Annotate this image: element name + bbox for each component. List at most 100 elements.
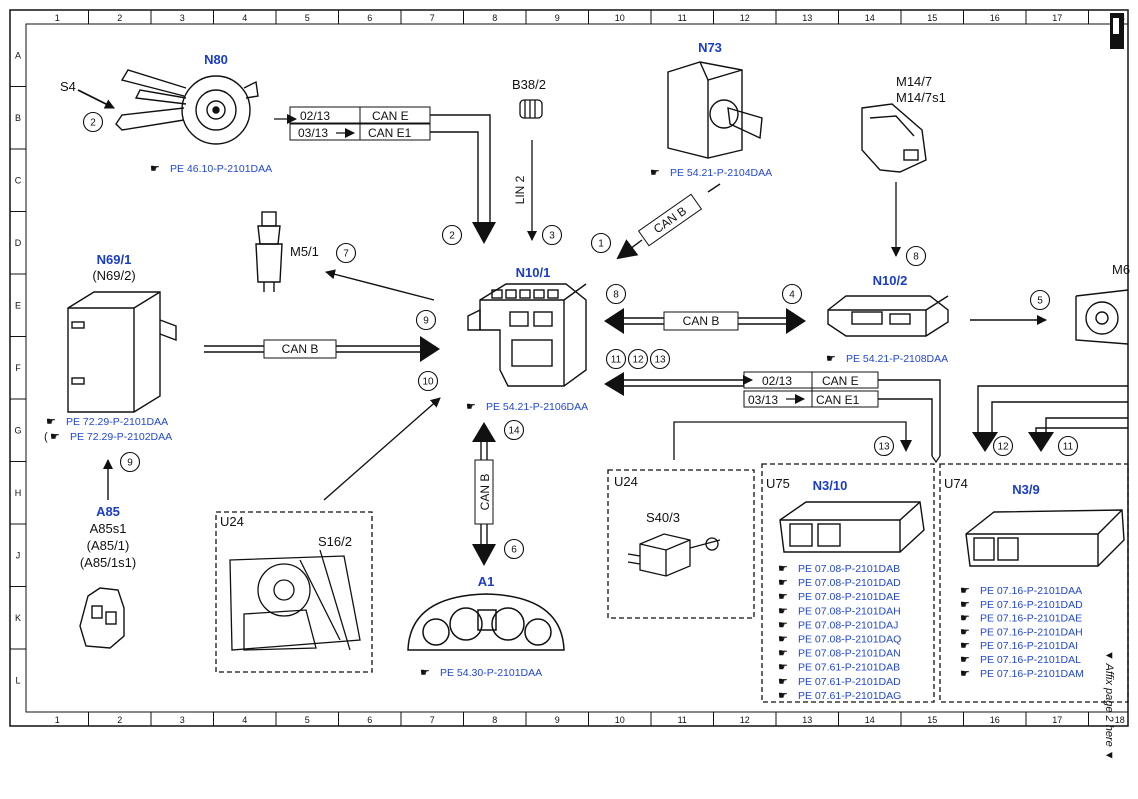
n3-10-ref[interactable]: PE 07.08-P-2101DAE — [798, 591, 900, 603]
grid-col-bottom-label: 18 — [1115, 715, 1125, 725]
a1-ref[interactable]: PE 54.30-P-2101DAA — [440, 667, 542, 679]
grid-row-label: B — [15, 113, 21, 123]
n3-9-ref-icon: ☛ — [960, 599, 970, 611]
grid-col-top-label: 3 — [180, 13, 185, 23]
grid-col-top-label: 13 — [802, 13, 812, 23]
a85-component: A85 A85s1 (A85/1) (A85/1s1) — [79, 459, 136, 649]
n80-component: N80 ☛ PE 46.10-P-2101DAA — [115, 52, 272, 175]
n3-10-ref-icon: ☛ — [778, 634, 788, 646]
affix-note-text: Affix page 2 here — [1103, 663, 1115, 747]
m14-7-alt-label: M14/7s1 — [896, 90, 946, 105]
n3-10-ref[interactable]: PE 07.08-P-2101DAB — [798, 563, 900, 575]
n3-10-ref-icon: ☛ — [778, 648, 788, 660]
n3-10-ref[interactable]: PE 07.08-P-2101DAJ — [798, 619, 898, 631]
n3-9-ref[interactable]: PE 07.16-P-2101DAD — [980, 599, 1083, 611]
grid-col-bottom-label: 14 — [865, 715, 875, 725]
marker-2: 2 — [441, 224, 463, 246]
n3-10-ref[interactable]: PE 07.61-P-2101DAD — [798, 676, 901, 688]
marker-8-label: 8 — [913, 252, 919, 263]
n3-9-ref[interactable]: PE 07.16-P-2101DAL — [980, 654, 1081, 666]
n69-1-label: N69/1 — [97, 252, 132, 267]
n80-drawing — [115, 69, 259, 145]
n3-10-ref[interactable]: PE 07.61-P-2101DAB — [798, 662, 900, 674]
ecu-bus2-name: CAN E1 — [816, 393, 860, 407]
n69-1-drawing — [67, 291, 177, 413]
frame — [9, 9, 1129, 727]
a85-l1: A85s1 — [90, 521, 127, 536]
marker-13: 13 — [873, 435, 895, 457]
grid-col-bottom-label: 16 — [990, 715, 1000, 725]
n3-10-ref[interactable]: PE 07.08-P-2101DAH — [798, 605, 901, 617]
s4-component: S4 — [60, 79, 115, 109]
n80-bus1-code: 02/13 — [300, 109, 330, 123]
n3-10-ref[interactable]: PE 07.08-P-2101DAQ — [798, 634, 901, 646]
grid-col-top-label: 9 — [555, 13, 560, 23]
lin2-label: LIN 2 — [513, 175, 527, 204]
a1-can-b-label: CAN B — [478, 474, 492, 511]
grid-row-label: J — [16, 550, 21, 560]
grid-row-label: D — [15, 238, 22, 248]
a1-ref-icon: ☛ — [420, 667, 430, 679]
n69-1-ref2[interactable]: PE 72.29-P-2102DAA — [70, 431, 172, 443]
n69-1-alt-label: (N69/2) — [92, 268, 135, 283]
u24-s40-3-box-label: U24 — [614, 474, 638, 489]
grid-col-top-label: 7 — [430, 13, 435, 23]
n3-10-ref-icon: ☛ — [778, 563, 788, 575]
marker-11-label: 11 — [1063, 442, 1074, 453]
n80-ref[interactable]: PE 46.10-P-2101DAA — [170, 163, 272, 175]
marker-2-label: 2 — [449, 231, 455, 242]
n80-bus2-code: 03/13 — [298, 126, 328, 140]
n3-10-ref[interactable]: PE 07.08-P-2101DAN — [798, 648, 901, 660]
grid-col-top-label: 10 — [615, 13, 625, 23]
marker-7: 7 — [335, 242, 357, 264]
n10-2-ref[interactable]: PE 54.21-P-2108DAA — [846, 353, 948, 365]
n3-9-ref[interactable]: PE 07.16-P-2101DAE — [980, 613, 1082, 625]
marker-8: 8 — [605, 283, 627, 305]
s40-3-drawing — [627, 533, 721, 577]
n10-1-ref[interactable]: PE 54.21-P-2106DAA — [486, 401, 588, 413]
m6-drawing — [1075, 289, 1129, 345]
grid-col-bottom-label: 10 — [615, 715, 625, 725]
n3-10-ref-icon: ☛ — [778, 690, 788, 702]
n3-9-ref[interactable]: PE 07.16-P-2101DAM — [980, 668, 1084, 680]
n3-10-ref[interactable]: PE 07.61-P-2101DAG — [798, 690, 901, 702]
u75-n3-10-box: U75 N3/10 ☛PE 07.08-P-2101DAB☛PE 07.08-P… — [761, 463, 935, 703]
n3-9-ref[interactable]: PE 07.16-P-2101DAH — [980, 626, 1083, 638]
grid-col-bottom-label: 12 — [740, 715, 750, 725]
u74-box-label: U74 — [944, 476, 968, 491]
grid-col-top-label: 4 — [242, 13, 247, 23]
grid-row-label: C — [15, 175, 22, 185]
grid-col-top-label: 14 — [865, 13, 875, 23]
n3-9-ref[interactable]: PE 07.16-P-2101DAA — [980, 585, 1082, 597]
marker-6: 6 — [503, 538, 525, 560]
marker-1-label: 1 — [598, 239, 604, 250]
n3-10-ref[interactable]: PE 07.08-P-2101DAD — [798, 577, 901, 589]
grid-col-bottom-label: 3 — [180, 715, 185, 725]
m5-1-drawing — [255, 211, 283, 292]
marker-14: 14 — [503, 419, 525, 441]
b38-2-label: B38/2 — [512, 77, 546, 92]
affix-note: ▼ Affix page 2 here ▼ — [1103, 650, 1115, 761]
n3-9-ref[interactable]: PE 07.16-P-2101DAI — [980, 640, 1078, 652]
n3-10-drawing — [779, 501, 925, 553]
marker-10-label: 10 — [422, 377, 434, 388]
grid-row-label: E — [15, 300, 21, 310]
grid-col-top-label: 5 — [305, 13, 310, 23]
n69-1-ref1[interactable]: PE 72.29-P-2101DAA — [66, 416, 168, 428]
grid-row-label: K — [15, 613, 21, 623]
marker-12: 12 — [627, 348, 649, 370]
grid-col-bottom-label: 17 — [1052, 715, 1062, 725]
marker-10: 10 — [417, 370, 439, 392]
m14-7-component: M14/7 M14/7s1 — [861, 74, 946, 257]
b38-2-component: B38/2 LIN 2 — [512, 77, 546, 241]
n3-10-ref-icon: ☛ — [778, 619, 788, 631]
grid-col-bottom-label: 11 — [678, 715, 687, 725]
ecu-bus2-code: 03/13 — [748, 393, 778, 407]
n73-ref[interactable]: PE 54.21-P-2104DAA — [670, 167, 772, 179]
n80-bus1-name: CAN E — [372, 109, 409, 123]
n80-ref-icon: ☛ — [150, 163, 160, 175]
